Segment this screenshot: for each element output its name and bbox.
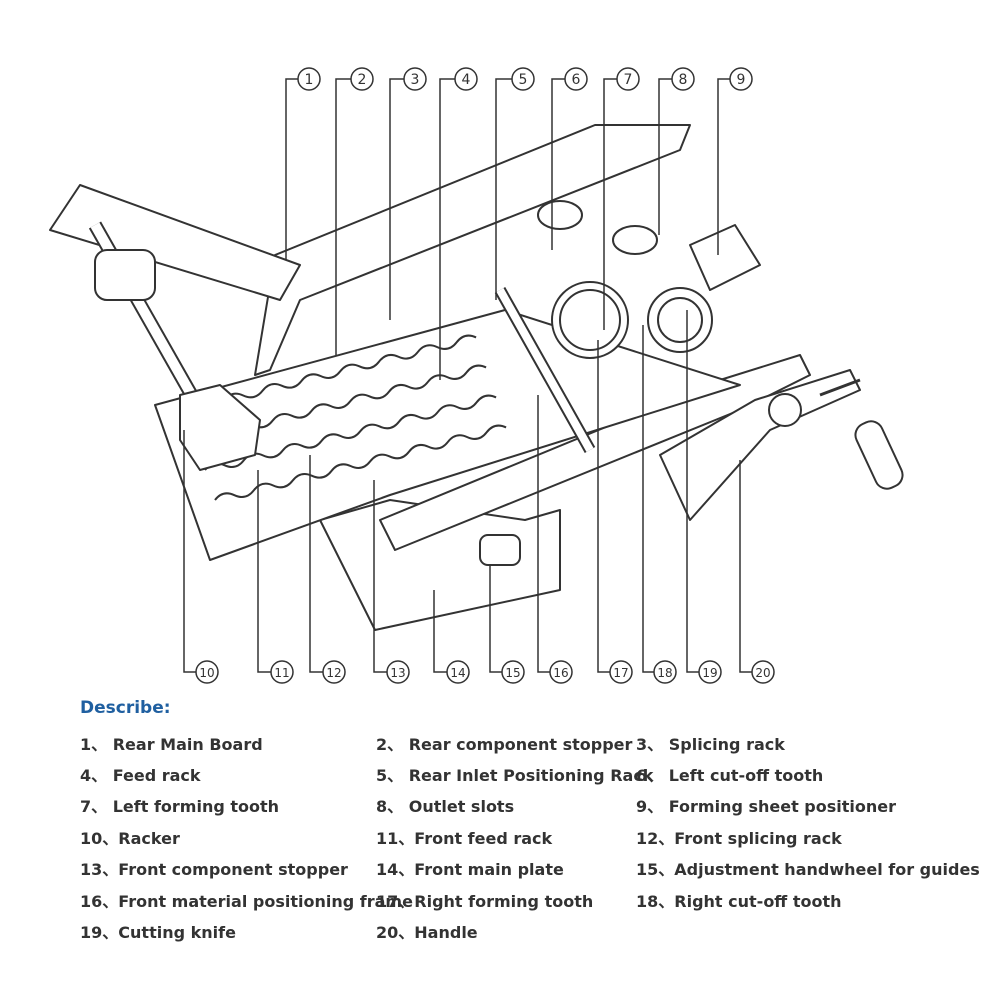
legend-item-7: 7、 Left forming tooth — [80, 797, 280, 816]
callout-5: 5 — [511, 67, 535, 91]
legend-item-15: 15、Adjustment handwheel for guides — [636, 860, 980, 879]
svg-text:20: 20 — [755, 666, 770, 680]
legend-item-12: 12、Front splicing rack — [636, 829, 842, 848]
left-gear — [551, 281, 629, 359]
callout-4: 4 — [454, 67, 478, 91]
legend-item-9: 9、 Forming sheet positioner — [636, 797, 897, 816]
callout-3: 3 — [403, 67, 427, 91]
callout-16: 16 — [549, 660, 573, 684]
legend-item-5: 5、 Rear Inlet Positioning Rack — [376, 766, 654, 785]
callout-20: 20 — [751, 660, 775, 684]
racker-block — [179, 384, 261, 471]
svg-text:6: 6 — [572, 72, 581, 88]
legend-item-4: 4、 Feed rack — [80, 766, 201, 785]
callout-markers: 1 2 3 4 5 6 7 8 9 10 11 12 13 14 15 16 1… — [195, 67, 775, 684]
svg-text:10: 10 — [199, 666, 214, 680]
legend-item-17: 17、Right forming tooth — [376, 892, 594, 911]
handle-plate — [659, 369, 861, 521]
positioner-block — [689, 224, 761, 291]
machine-drawing — [49, 124, 904, 631]
machine-diagram: 1 2 3 4 5 6 7 8 9 10 11 12 13 14 15 16 1… — [49, 67, 904, 684]
leader-lines — [183, 78, 752, 673]
svg-text:3: 3 — [411, 72, 420, 88]
svg-text:1: 1 — [305, 72, 314, 88]
rear-main-board-shape — [254, 124, 691, 376]
adjustment-handwheel-shape — [479, 534, 521, 566]
svg-text:7: 7 — [624, 72, 633, 88]
handle-knob — [768, 393, 802, 427]
callout-1: 1 — [297, 67, 321, 91]
legend-item-20: 20、Handle — [376, 923, 478, 942]
callout-7: 7 — [616, 67, 640, 91]
callout-8: 8 — [671, 67, 695, 91]
legend-item-16: 16、Front material positioning frame — [80, 892, 413, 911]
svg-text:12: 12 — [326, 666, 341, 680]
legend-item-8: 8、 Outlet slots — [376, 797, 515, 816]
legend-item-19: 19、Cutting knife — [80, 923, 236, 942]
callout-6: 6 — [564, 67, 588, 91]
describe-heading: Describe: — [80, 698, 171, 718]
svg-text:13: 13 — [390, 666, 405, 680]
svg-text:19: 19 — [702, 666, 717, 680]
callout-10: 10 — [195, 660, 219, 684]
callout-18: 18 — [653, 660, 677, 684]
svg-text:11: 11 — [274, 666, 289, 680]
svg-text:17: 17 — [613, 666, 628, 680]
legend-item-14: 14、Front main plate — [376, 860, 564, 879]
callout-19: 19 — [698, 660, 722, 684]
callout-12: 12 — [322, 660, 346, 684]
svg-text:5: 5 — [519, 72, 528, 88]
top-cylinder — [537, 200, 583, 230]
svg-text:9: 9 — [737, 72, 746, 88]
wavy-rack-4 — [214, 424, 507, 501]
svg-text:2: 2 — [358, 72, 367, 88]
legend-item-6: 6、 Left cut-off tooth — [636, 766, 824, 785]
legend-item-3: 3、 Splicing rack — [636, 735, 785, 754]
legend-item-2: 2、 Rear component stopper — [376, 735, 633, 754]
rack-body-shape — [154, 309, 741, 561]
callout-17: 17 — [609, 660, 633, 684]
legend-item-18: 18、Right cut-off tooth — [636, 892, 842, 911]
svg-text:4: 4 — [462, 72, 471, 88]
wavy-rack-1 — [184, 334, 477, 411]
callout-14: 14 — [446, 660, 470, 684]
callout-9: 9 — [729, 67, 753, 91]
rear-cylinder — [612, 225, 658, 255]
svg-text:8: 8 — [679, 72, 688, 88]
svg-text:16: 16 — [553, 666, 568, 680]
legend-item-11: 11、Front feed rack — [376, 829, 553, 848]
svg-text:18: 18 — [657, 666, 672, 680]
callout-2: 2 — [350, 67, 374, 91]
legend-item-1: 1、 Rear Main Board — [80, 735, 263, 754]
front-main-plate-shape — [319, 499, 561, 631]
svg-text:15: 15 — [505, 666, 520, 680]
legend-item-13: 13、Front component stopper — [80, 860, 348, 879]
callout-15: 15 — [501, 660, 525, 684]
callout-11: 11 — [270, 660, 294, 684]
rear-bracket-shape — [49, 184, 301, 301]
handle-grip — [854, 420, 904, 490]
legend-item-10: 10、Racker — [80, 829, 180, 848]
callout-13: 13 — [386, 660, 410, 684]
svg-text:14: 14 — [450, 666, 465, 680]
